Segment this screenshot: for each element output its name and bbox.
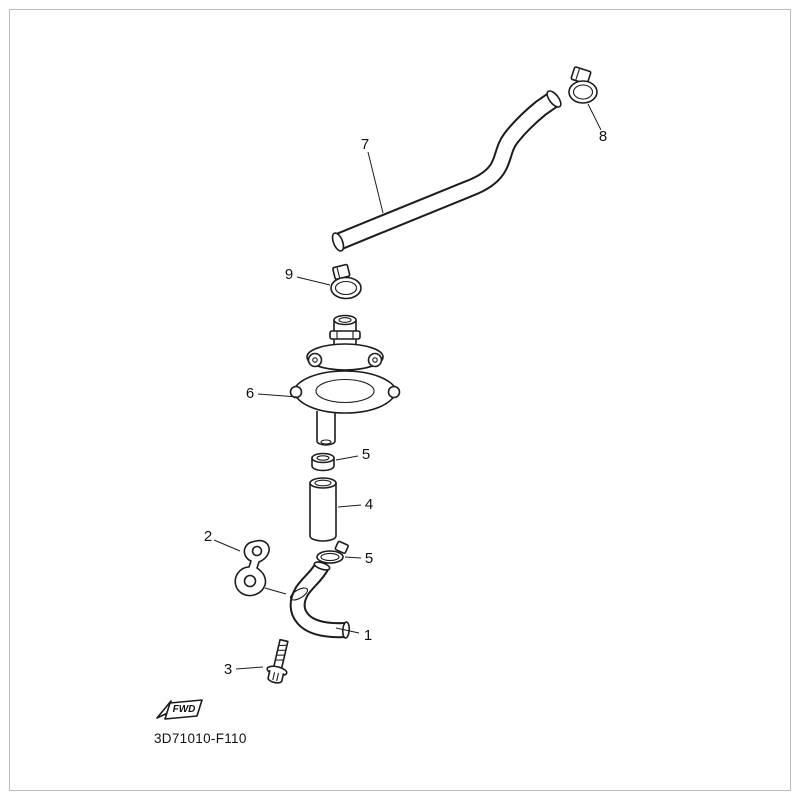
part-6-air-cut-valve	[289, 314, 401, 446]
callout-3: 3	[224, 661, 232, 678]
leader-line-8	[587, 103, 602, 131]
part-8-hose-clamp	[568, 66, 598, 104]
leader-line-1	[335, 627, 360, 634]
leader-line-7	[367, 151, 384, 214]
leader-line-6	[257, 393, 299, 398]
callout-1: 1	[364, 627, 372, 644]
callout-6: 6	[246, 385, 254, 402]
callout-8: 8	[599, 128, 607, 145]
fwd-label: FWD	[173, 704, 196, 715]
part-9-hose-clamp	[330, 263, 362, 300]
leader-line-9	[296, 276, 331, 286]
part-5-clamp-upper	[311, 452, 335, 472]
part-2-bracket	[234, 539, 287, 597]
part-3-bolt	[266, 638, 289, 684]
leader-line-4	[337, 504, 362, 508]
callout-5-upper: 5	[362, 446, 370, 463]
callout-9: 9	[285, 266, 293, 283]
part-5-clamp-lower	[316, 540, 349, 564]
figure-code: 3D71010-F110	[154, 731, 247, 746]
callout-4: 4	[365, 496, 373, 513]
leader-line-2	[213, 539, 241, 552]
callout-2: 2	[204, 528, 212, 545]
leader-line-3	[235, 666, 264, 670]
leader-lines	[213, 103, 602, 670]
part-4-joint-pipe	[309, 477, 337, 542]
callouts: 1 2 3 4 5 5 6 7 8 9	[204, 128, 607, 678]
leader-line-5-lower	[344, 556, 362, 559]
part-7-air-hose	[331, 90, 562, 252]
callout-5-lower: 5	[365, 550, 373, 567]
callout-7: 7	[361, 136, 369, 153]
leader-line-5-upper	[335, 455, 359, 461]
part-1-air-hose	[289, 561, 351, 639]
fwd-indicator: FWD	[156, 699, 203, 720]
